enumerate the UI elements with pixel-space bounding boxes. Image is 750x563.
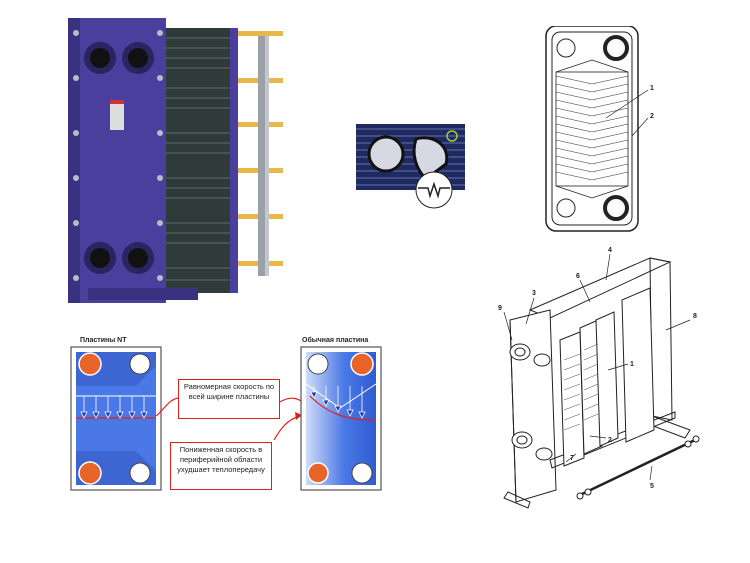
assembly-drawing: 1 2 3 4 5 6 7 8 9	[490, 240, 730, 510]
standard-plate-title: Обычная пластина	[302, 337, 369, 344]
flow-velocity-arrow	[80, 396, 148, 419]
callout-pointer	[150, 390, 320, 460]
gasket-highlight	[446, 130, 458, 142]
callout-uniform-velocity: Равномерная скорость по всей ширине плас…	[178, 379, 280, 419]
port-open	[129, 462, 151, 484]
callout-reduced-velocity: Пониженная скорость в периферийной облас…	[170, 442, 272, 490]
port-nozzle	[84, 42, 154, 274]
support-column	[258, 36, 268, 276]
heat-exchanger-photo	[60, 18, 295, 310]
nt-plate-diagram	[70, 346, 162, 491]
gasket-profile-zoom	[415, 171, 453, 209]
port-inlet	[78, 352, 102, 376]
assembly-label-6: 6	[576, 273, 580, 280]
assembly-label-9: 9	[498, 305, 502, 312]
assembly-label-5: 5	[650, 483, 654, 490]
plate-label-1: 1	[650, 85, 654, 92]
gasket-closeup-photo	[356, 124, 465, 209]
standard-plate-diagram	[300, 346, 382, 491]
assembly-label-8: 8	[693, 313, 697, 320]
guide-rod	[225, 31, 283, 266]
tightening-bolt	[73, 30, 163, 281]
flow-velocity-arrow	[310, 386, 366, 419]
assembly-label-3: 3	[532, 290, 536, 297]
port-open	[129, 353, 151, 375]
assembly-label-2: 2	[608, 437, 612, 444]
plate-drawing: 1 2	[536, 26, 676, 234]
plate-pack	[160, 28, 238, 293]
assembly-label-7: 7	[570, 455, 574, 462]
port-outlet	[78, 461, 102, 485]
assembly-label-1: 1	[630, 361, 634, 368]
nt-plate-title: Пластины NT	[80, 337, 127, 344]
assembly-label-4: 4	[608, 247, 612, 254]
plate-label-2: 2	[650, 113, 654, 120]
